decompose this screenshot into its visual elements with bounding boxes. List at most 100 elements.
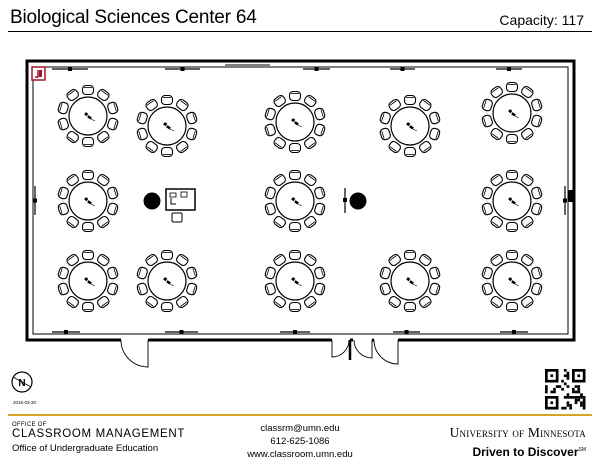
chair — [304, 94, 317, 108]
chair — [304, 253, 317, 267]
chair — [531, 98, 543, 112]
chair — [521, 295, 534, 309]
chair — [429, 127, 441, 141]
chair — [136, 282, 148, 296]
chair — [403, 94, 417, 106]
round-table — [379, 249, 441, 313]
compass-letter: N — [18, 378, 25, 389]
chair — [288, 142, 302, 154]
door-gap — [121, 337, 148, 342]
chair — [388, 98, 401, 112]
chair — [66, 130, 79, 144]
tagline-text: Driven to Discover — [472, 445, 579, 459]
capacity-label: Capacity: 117 — [499, 12, 584, 28]
chair — [403, 249, 417, 261]
footer-divider — [8, 414, 592, 416]
chair — [403, 301, 417, 313]
chair — [481, 186, 493, 200]
chair — [107, 101, 119, 115]
chair — [145, 295, 158, 309]
chair — [531, 202, 543, 216]
door-swing — [120, 339, 149, 368]
chair — [176, 253, 189, 267]
instructor-podium — [143, 188, 367, 223]
chair — [419, 98, 432, 112]
chair — [388, 295, 401, 309]
chair — [314, 282, 326, 296]
instructor-chair — [171, 212, 183, 223]
chair — [379, 266, 391, 280]
door-swing — [373, 339, 399, 365]
chair — [160, 301, 174, 313]
chair — [107, 202, 119, 216]
chair — [97, 215, 110, 229]
wall-fixtures — [33, 64, 574, 334]
chair — [429, 282, 441, 296]
chair — [176, 295, 189, 309]
chair — [273, 136, 286, 150]
header-divider — [8, 31, 592, 32]
chair — [521, 127, 534, 141]
chair — [186, 111, 198, 125]
chair — [66, 88, 79, 102]
chair — [160, 146, 174, 158]
round-table — [481, 169, 543, 233]
chair — [264, 107, 276, 121]
chair — [176, 140, 189, 154]
contact-email[interactable]: classrm@umn.edu — [260, 423, 340, 434]
chair — [57, 202, 69, 216]
compass-icon: N — [11, 371, 33, 393]
chair — [419, 253, 432, 267]
chair — [490, 253, 503, 267]
chair — [304, 136, 317, 150]
chair — [57, 117, 69, 131]
chair — [273, 94, 286, 108]
contact-website[interactable]: www.classroom.umn.edu — [247, 449, 353, 460]
round-table — [481, 249, 543, 313]
chair — [521, 85, 534, 99]
chair — [57, 101, 69, 115]
column-left — [143, 192, 161, 210]
chair — [264, 202, 276, 216]
round-table — [379, 94, 441, 158]
chair — [97, 295, 110, 309]
chair — [107, 266, 119, 280]
chair — [419, 295, 432, 309]
chair — [314, 123, 326, 137]
chair — [490, 127, 503, 141]
chair — [81, 221, 95, 233]
chair — [273, 173, 286, 187]
office-name: CLASSROOM MANAGEMENT — [12, 428, 186, 440]
chair — [81, 84, 95, 96]
chair — [505, 133, 519, 145]
chair — [314, 202, 326, 216]
chair — [531, 186, 543, 200]
chair — [419, 140, 432, 154]
chair — [264, 282, 276, 296]
chair — [505, 169, 519, 181]
chair — [403, 146, 417, 158]
chair — [288, 221, 302, 233]
chair — [273, 295, 286, 309]
chair — [490, 295, 503, 309]
chair — [531, 282, 543, 296]
door-gap — [374, 337, 398, 342]
podium-desk — [165, 188, 196, 211]
chair — [379, 111, 391, 125]
chair — [136, 127, 148, 141]
chair — [379, 282, 391, 296]
round-table — [264, 90, 326, 154]
chair — [481, 266, 493, 280]
chair — [97, 173, 110, 187]
chair — [481, 114, 493, 128]
chair — [176, 98, 189, 112]
chair — [288, 90, 302, 102]
chair — [429, 111, 441, 125]
column-right — [349, 192, 367, 210]
chair — [57, 282, 69, 296]
chair — [145, 98, 158, 112]
tagline-mark: SM — [578, 447, 587, 453]
chair — [505, 249, 519, 261]
chair — [264, 123, 276, 137]
chair — [314, 186, 326, 200]
